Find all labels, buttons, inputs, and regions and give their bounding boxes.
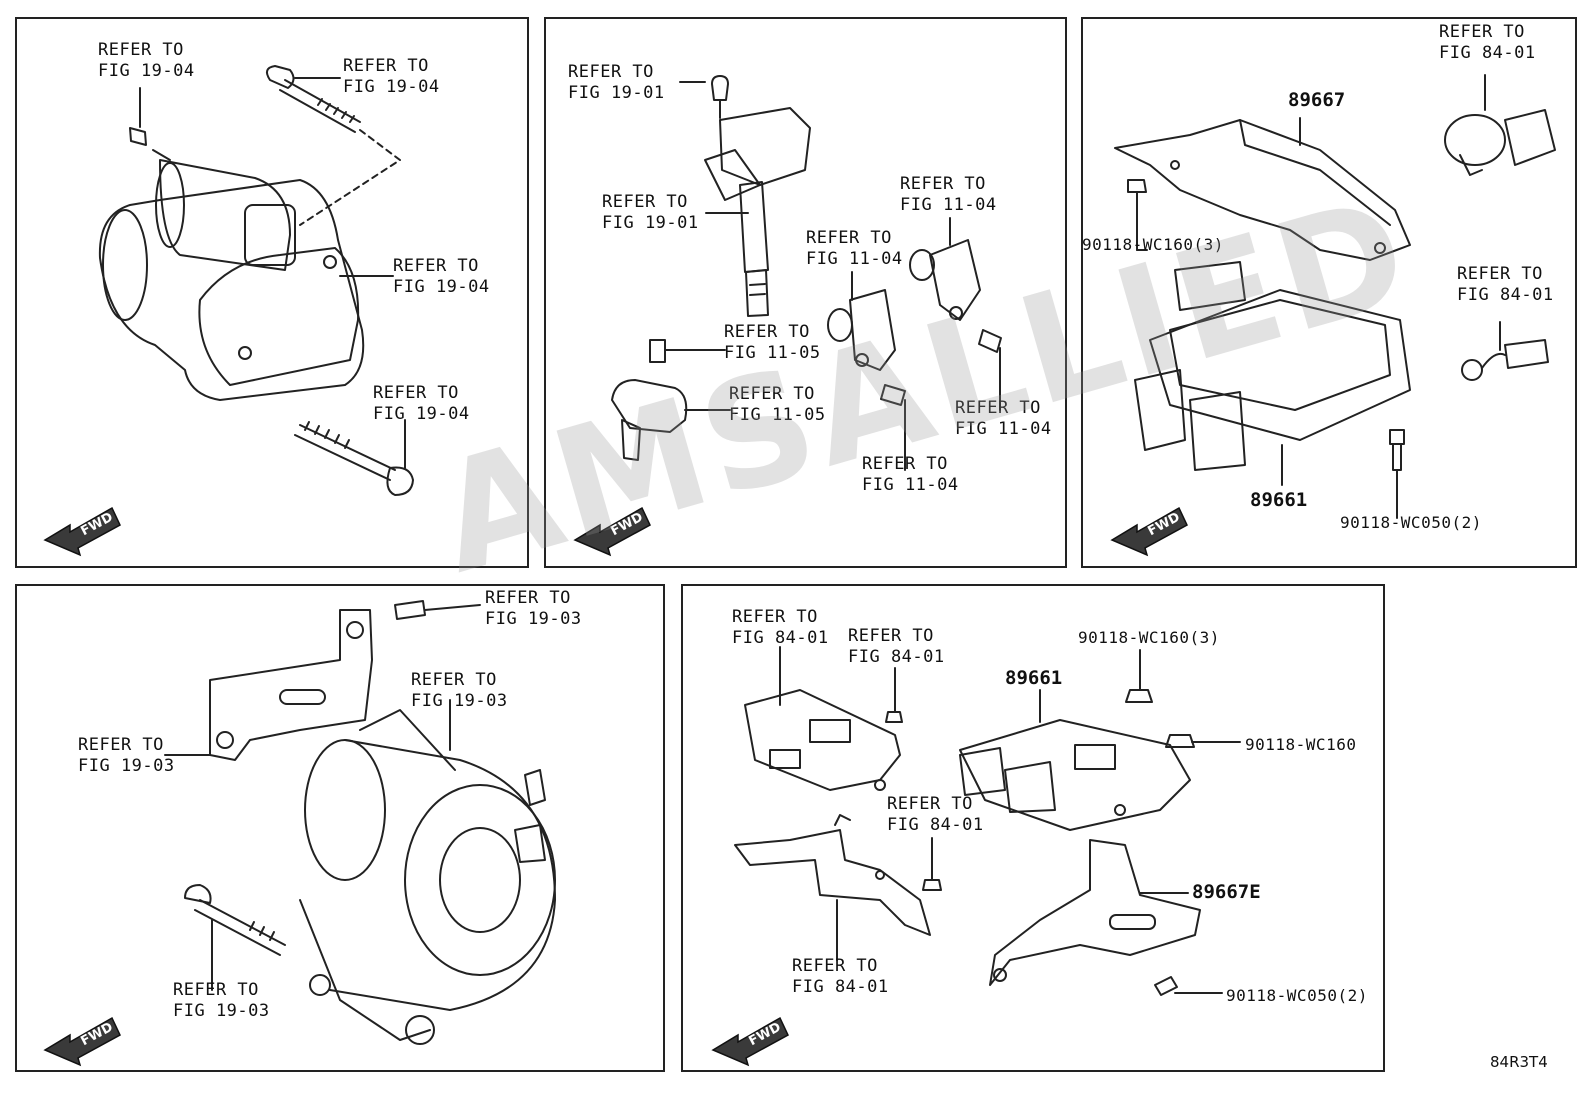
callout-line2: FIG 19-04 <box>343 77 440 97</box>
callout-line1: REFER TO <box>78 735 164 755</box>
callout-line2: FIG 19-04 <box>98 61 195 81</box>
callout-line2: FIG 84-01 <box>1457 285 1554 305</box>
part-number-89667[interactable]: 89667 <box>1288 89 1346 111</box>
part-number-89661[interactable]: 89661 <box>1250 489 1308 511</box>
part-number-90118-wc160[interactable]: 90118-WC160 <box>1245 735 1357 754</box>
callout-line1: REFER TO <box>173 980 259 1000</box>
callout-line2: FIG 11-05 <box>724 343 821 363</box>
panel-alternator <box>15 584 665 1072</box>
callout-line1: REFER TO <box>900 174 986 194</box>
callout-line2: FIG 11-04 <box>862 475 959 495</box>
callout-line1: REFER TO <box>806 228 892 248</box>
callout-line1: REFER TO <box>724 322 810 342</box>
callout-line1: REFER TO <box>373 383 459 403</box>
part-number-90118-wc050-2[interactable]: 90118-WC050(2) <box>1226 986 1368 1005</box>
callout-line2: FIG 84-01 <box>887 815 984 835</box>
callout-line1: REFER TO <box>411 670 497 690</box>
callout-line1: REFER TO <box>1457 264 1543 284</box>
callout-line2: FIG 11-05 <box>729 405 826 425</box>
part-number-89667e[interactable]: 89667E <box>1192 881 1261 903</box>
callout-line1: REFER TO <box>955 398 1041 418</box>
callout-line1: REFER TO <box>485 588 571 608</box>
part-number-89661[interactable]: 89661 <box>1005 667 1063 689</box>
callout-line1: REFER TO <box>848 626 934 646</box>
callout-line1: REFER TO <box>393 256 479 276</box>
callout-line1: REFER TO <box>602 192 688 212</box>
callout-line1: REFER TO <box>792 956 878 976</box>
callout-line2: FIG 19-04 <box>393 277 490 297</box>
callout-line2: FIG 19-01 <box>602 213 699 233</box>
part-number-90118-wc160-3[interactable]: 90118-WC160(3) <box>1078 628 1220 647</box>
callout-line1: REFER TO <box>1439 22 1525 42</box>
callout-line2: FIG 19-01 <box>568 83 665 103</box>
callout-line2: FIG 19-03 <box>485 609 582 629</box>
callout-line1: REFER TO <box>887 794 973 814</box>
callout-line2: FIG 19-03 <box>173 1001 270 1021</box>
part-number-90118-wc050-2[interactable]: 90118-WC050(2) <box>1340 513 1482 532</box>
part-number-90118-wc160-3[interactable]: 90118-WC160(3) <box>1082 235 1224 254</box>
callout-line2: FIG 11-04 <box>955 419 1052 439</box>
callout-line2: FIG 84-01 <box>792 977 889 997</box>
callout-line2: FIG 19-03 <box>78 756 175 776</box>
callout-line1: REFER TO <box>729 384 815 404</box>
callout-line1: REFER TO <box>732 607 818 627</box>
callout-line2: FIG 19-03 <box>411 691 508 711</box>
callout-line2: FIG 84-01 <box>848 647 945 667</box>
callout-line1: REFER TO <box>343 56 429 76</box>
callout-line1: REFER TO <box>98 40 184 60</box>
callout-line2: FIG 11-04 <box>806 249 903 269</box>
callout-line2: FIG 84-01 <box>732 628 829 648</box>
callout-line1: REFER TO <box>568 62 654 82</box>
callout-line1: REFER TO <box>862 454 948 474</box>
callout-line2: FIG 19-04 <box>373 404 470 424</box>
drawing-code: 84R3T4 <box>1490 1053 1548 1071</box>
callout-line2: FIG 11-04 <box>900 195 997 215</box>
callout-line2: FIG 84-01 <box>1439 43 1536 63</box>
